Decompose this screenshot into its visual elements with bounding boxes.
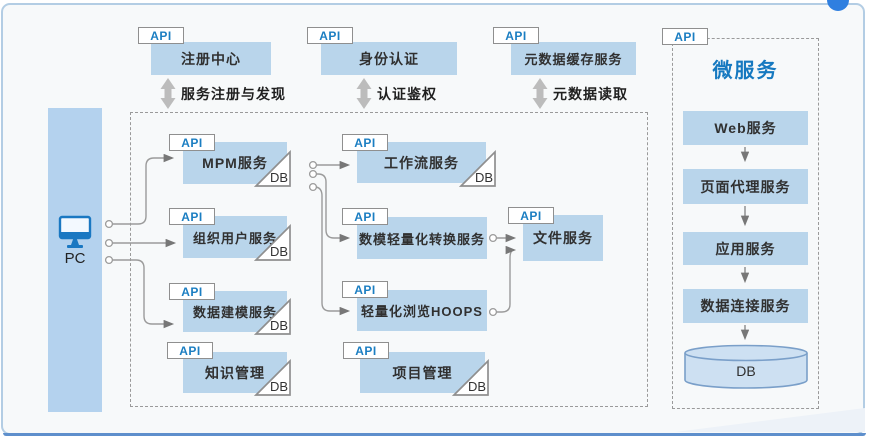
api-tag: API xyxy=(307,27,353,44)
db-badge: DB xyxy=(254,150,291,187)
service-box-model-convert: 数模轻量化转换服务 xyxy=(357,217,487,259)
db-badge: DB xyxy=(452,359,489,396)
api-tag: API xyxy=(662,28,708,45)
service-label: 组织用户服务 xyxy=(192,230,277,246)
db-cylinder: DB xyxy=(684,344,808,389)
service-label: 注册中心 xyxy=(181,50,241,67)
client-label: PC xyxy=(64,250,86,267)
service-label: 工作流服务 xyxy=(384,154,459,171)
api-tag-label: API xyxy=(181,135,203,150)
service-label: 数据建模服务 xyxy=(192,305,277,320)
api-tag: API xyxy=(169,283,215,300)
service-box-metadata-cache: 元数据缓存服务 xyxy=(511,42,636,75)
api-tag: API xyxy=(169,208,215,225)
api-tag-label: API xyxy=(354,209,376,224)
api-tag: API xyxy=(138,27,184,44)
svg-text:DB: DB xyxy=(270,318,288,333)
ms-box-app: 应用服务 xyxy=(683,232,808,265)
service-label: 页面代理服务 xyxy=(700,178,791,195)
ms-box-data-connect: 数据连接服务 xyxy=(683,289,808,323)
api-tag: API xyxy=(167,342,213,359)
arrow-label-metadata: 元数据读取 xyxy=(553,86,628,102)
bottom-accent-line xyxy=(3,433,866,436)
service-box-org-user: 组织用户服务 xyxy=(183,216,287,258)
api-tag: API xyxy=(342,281,388,298)
api-tag-label: API xyxy=(355,343,377,358)
arrow-label-auth: 认证鉴权 xyxy=(377,86,437,102)
db-badge: DB xyxy=(459,150,496,187)
db-badge: DB xyxy=(254,224,291,261)
service-label: Web服务 xyxy=(714,120,777,136)
api-tag: API xyxy=(342,208,388,225)
api-tag-label: API xyxy=(354,135,376,150)
api-tag: API xyxy=(342,134,388,151)
arrow-label-registry: 服务注册与发现 xyxy=(181,86,286,102)
service-box-auth: 身份认证 xyxy=(321,42,457,75)
service-label: 文件服务 xyxy=(533,230,593,246)
service-label: 数据连接服务 xyxy=(700,298,791,314)
svg-text:DB: DB xyxy=(468,379,486,394)
svg-text:DB: DB xyxy=(270,379,288,394)
service-label: 数模轻量化转换服务 xyxy=(358,231,485,247)
db-badge: DB xyxy=(254,298,291,335)
service-label: 轻量化浏览HOOPS xyxy=(361,304,483,319)
client-bar xyxy=(48,108,102,412)
api-tag-label: API xyxy=(150,28,172,43)
api-tag-label: API xyxy=(674,29,696,44)
service-label: MPM服务 xyxy=(202,155,268,171)
pc-monitor-icon xyxy=(56,214,94,255)
service-box-registry: 注册中心 xyxy=(151,42,271,75)
svg-text:DB: DB xyxy=(736,363,755,379)
api-tag: API xyxy=(493,27,539,44)
api-tag-label: API xyxy=(179,343,201,358)
svg-text:DB: DB xyxy=(475,170,493,185)
window-dot-decoration xyxy=(827,0,849,11)
service-box-workflow: 工作流服务 xyxy=(357,142,486,183)
api-tag-label: API xyxy=(354,282,376,297)
api-tag: API xyxy=(343,342,389,359)
api-tag: API xyxy=(508,207,554,224)
service-label: 知识管理 xyxy=(205,364,265,381)
microservices-title: 微服务 xyxy=(712,60,779,82)
ms-box-page-proxy: 页面代理服务 xyxy=(683,169,808,204)
svg-text:DB: DB xyxy=(270,170,288,185)
service-label: 项目管理 xyxy=(392,364,453,381)
api-tag-label: API xyxy=(520,208,542,223)
service-label: 应用服务 xyxy=(715,240,776,257)
api-tag-label: API xyxy=(505,28,527,43)
api-tag: API xyxy=(169,134,215,151)
api-tag-label: API xyxy=(319,28,341,43)
api-tag-label: API xyxy=(181,284,203,299)
service-label: 元数据缓存服务 xyxy=(524,52,623,67)
db-badge: DB xyxy=(254,359,291,396)
ms-box-web: Web服务 xyxy=(683,111,808,145)
api-tag-label: API xyxy=(181,209,203,224)
service-label: 身份认证 xyxy=(359,50,419,67)
svg-text:DB: DB xyxy=(270,244,288,259)
microservices-panel xyxy=(672,38,819,409)
